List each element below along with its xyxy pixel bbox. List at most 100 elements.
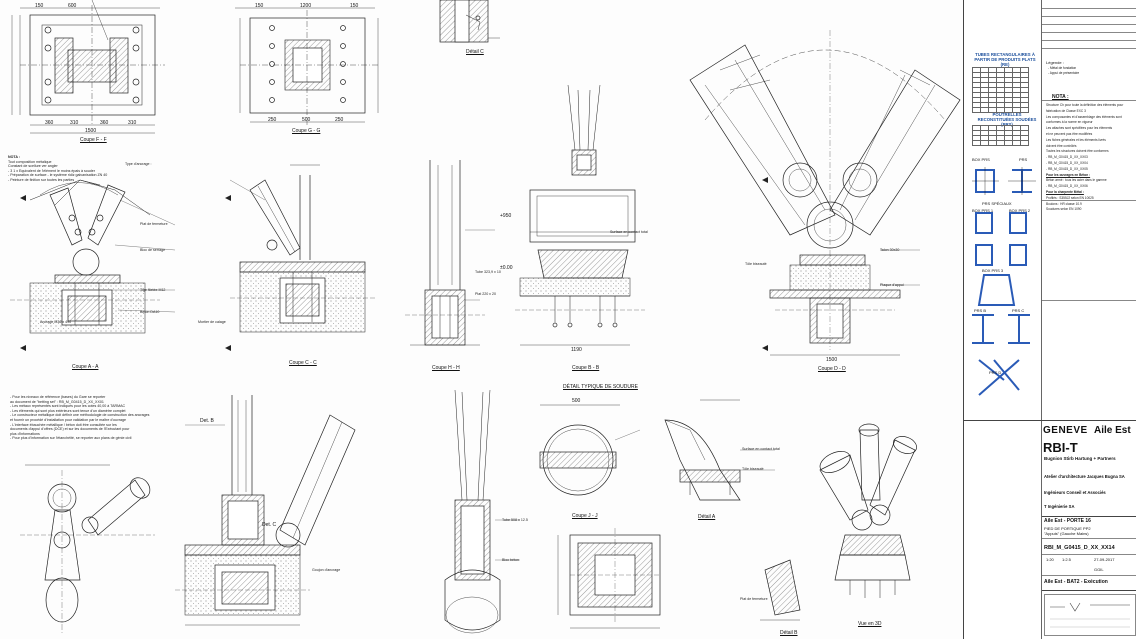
project-name: Aile Est - PORTE 16 (1044, 518, 1091, 524)
prs-speciaux-label: PRS SPÉCIAUX (982, 201, 1012, 206)
callout-8: Surface en contact total (610, 230, 648, 234)
nota-left: NOTA : Tout composition métalique Consta… (8, 155, 108, 182)
dim-ff-1: 150 (35, 3, 44, 9)
box-prs-label: BOX PRS (972, 157, 990, 162)
revision-frame (1041, 0, 1136, 639)
dim-gg-3: 150 (350, 3, 359, 9)
callout-17: Surface en contact total (742, 447, 780, 451)
title-block: TUBES RECTANGULAIRES À PARTIR DE PRODUIT… (963, 0, 1136, 639)
dim-jj: 500 (572, 398, 581, 404)
section-jj-tube (444, 389, 520, 634)
box-prs1-label: BOX PRS 1 (972, 208, 994, 213)
section-ff-plan (11, 0, 165, 134)
tb-nota-list: Structure Ch pour toute la définition de… (1046, 103, 1124, 212)
drawing-canvas (10, 0, 961, 635)
caption-dd: Coupe D - D (818, 366, 846, 372)
detail-b (760, 559, 801, 621)
callout-5: Mortier de calage (198, 320, 226, 324)
callout-13: Goujon d'ancrage (312, 568, 341, 572)
prs-label: PRS (1019, 157, 1028, 162)
author: GGIL (1094, 567, 1104, 572)
callout-11: Talon 30x30 (880, 248, 900, 252)
project-name-2: PIED DE PORTIQUE PP2 (1044, 526, 1091, 531)
nota-bottom: - Pour les niveaux de référence (bases) … (10, 395, 150, 441)
caption-vue3d: Vue en 3D (858, 621, 882, 627)
detail-soudure (539, 404, 641, 496)
dim-bb: 1190 (571, 347, 582, 353)
section-lower-diagonal (175, 395, 356, 626)
caption-aa: Coupe A - A (72, 364, 99, 370)
firm-3: Ingénieurs Conseil et Associés (1044, 490, 1106, 495)
dim-gg-2: 1200 (300, 3, 312, 9)
dim-ff-5: 310 (70, 120, 79, 126)
aile-est-logo: Aile Est (1094, 425, 1131, 436)
section-cc (229, 164, 375, 333)
dim-dd: 1500 (826, 357, 838, 363)
dim-gg-1: 150 (255, 3, 264, 9)
callout-9: Tôle biseauté (745, 262, 767, 266)
caption-detc: Détail C (466, 49, 484, 55)
firm-4: T Ingénierie SA (1044, 504, 1075, 509)
callout-2: Bloc de serrage (140, 248, 166, 252)
drawing-number: RBI_M_G0415_D_XX_XX14 (1044, 545, 1115, 551)
rbt-logo: RBI-T (1043, 440, 1078, 455)
detail-a (664, 399, 775, 501)
caption-detb: Détail B (780, 630, 798, 636)
caption-cc: Coupe C - C (289, 360, 317, 366)
section-bb (515, 84, 645, 346)
callout-6: Tube 323,9 x 10 (475, 270, 501, 274)
poutrelles-table (972, 125, 1029, 146)
geneve-logo: GENEVE (1043, 425, 1088, 436)
caption-bb: Coupe B - B (572, 365, 600, 371)
callout-18: Tôle biseauté (742, 467, 764, 471)
caption-deta: Détail A (698, 514, 716, 520)
section-gg-plan (235, 7, 379, 125)
callout-15: Bloc béton (502, 558, 519, 562)
tb-legend-1: - Métal de fondation (1048, 66, 1077, 70)
callout-3: Tige filetée M12 (140, 288, 166, 292)
dim-ff-2: 600 (68, 3, 77, 9)
view-3d (819, 423, 917, 598)
callout-16: Plat de fermeture (740, 597, 768, 601)
firm-1: Bugnion Stirb Hartung + Partners (1044, 456, 1116, 461)
anchor-type-note: Type d'ancrage : (125, 162, 152, 166)
tb-legend-2: - Appui de présentoire (1048, 71, 1080, 75)
level-2: +950 (500, 213, 512, 219)
box-prs2-label: BOX PRS 2 (1009, 208, 1031, 213)
section-aa (10, 179, 176, 334)
callout-7: Plat 220 x 20 (475, 292, 496, 296)
dim-ff-6: 360 (100, 120, 109, 126)
callout-4: Béton DA10 (140, 310, 160, 314)
callout-14: Tube 508 x 12.5 (502, 518, 528, 522)
dim-ff-3: 1500 (85, 128, 97, 134)
callout-10: Ancrage M36 x 490 (40, 320, 72, 324)
caption-ff: Coupe F - F (80, 137, 107, 143)
level-1: ±0.00 (500, 265, 513, 271)
dim-gg-4: 250 (268, 117, 277, 123)
plan-view-lower-left (20, 464, 155, 635)
prs-b-label: PRS B (974, 308, 987, 313)
dim-ff-7: 310 (128, 120, 137, 126)
profiles-table (972, 67, 1029, 113)
dim-gg-6: 250 (335, 117, 344, 123)
firm-2: Atelier d'architecture Jacques Bugna SA (1044, 474, 1125, 479)
phase: Aile Est - BAT2 - Exécution (1044, 579, 1108, 585)
signature-sketch (1050, 602, 1130, 628)
det-c-mark: Det. C (262, 522, 277, 528)
stamp-area (1044, 594, 1136, 636)
caption-soudure: DÉTAIL TYPIQUE DE SOUDURE (563, 384, 638, 390)
drawing-date: 27-09-2017 (1094, 557, 1115, 562)
dim-ff-4: 360 (45, 120, 54, 126)
scale-2: 1:2.5 (1062, 557, 1071, 562)
profile-sketches (972, 167, 1036, 396)
tb-legend-title: Légende : (1046, 60, 1064, 65)
scale: 1:20 (1046, 557, 1054, 562)
dim-gg-5: 500 (302, 117, 311, 123)
callout-12: Plaque d'appui (880, 283, 904, 287)
prs-d-label: PRS D (989, 370, 1002, 375)
caption-jj: Coupe J - J (572, 513, 598, 519)
section-jj-plate (557, 528, 661, 629)
det-b-mark: Det. B (200, 418, 214, 424)
detail-c (439, 0, 500, 43)
